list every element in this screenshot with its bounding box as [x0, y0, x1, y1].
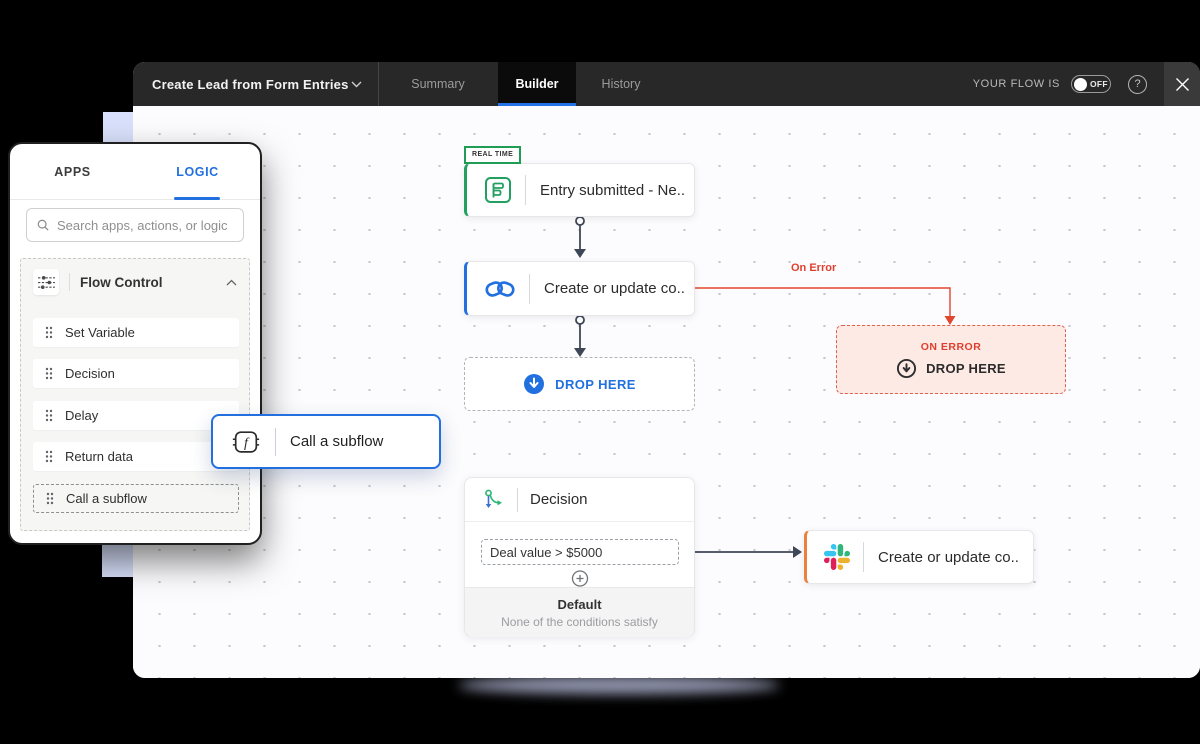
topbar-right: YOUR FLOW IS OFF ?: [973, 62, 1200, 106]
decor-square-bottom: [102, 545, 133, 577]
search-icon: [37, 219, 49, 231]
realtime-badge: REAL TIME: [464, 146, 522, 164]
flow-builder-window: Create Lead from Form Entries Summary Bu…: [133, 62, 1200, 678]
decision-title: Decision: [530, 491, 588, 508]
node-divider: [525, 175, 526, 205]
flow-control-iconbox: [33, 269, 59, 295]
tab-summary[interactable]: Summary: [411, 77, 465, 91]
on-error-drop-placeholder[interactable]: ON ERROR DROP HERE: [836, 325, 1066, 394]
logic-item-label: Return data: [65, 449, 133, 464]
logic-item-delay[interactable]: Delay: [33, 401, 239, 430]
slack-icon: [824, 544, 850, 570]
slack-node-label: Create or update co..: [878, 548, 1019, 566]
decision-header: Decision: [465, 478, 694, 522]
tab-history[interactable]: History: [601, 77, 641, 91]
drop-here-label: DROP HERE: [555, 376, 636, 392]
crm-action-node[interactable]: Create or update co..: [464, 261, 695, 316]
card-divider: [275, 427, 276, 456]
subflow-icon: f: [232, 430, 260, 453]
zoho-crm-icon: [485, 280, 515, 297]
search-box: [26, 208, 244, 242]
logic-item-label: Decision: [65, 366, 115, 381]
flow-control-title: Flow Control: [80, 274, 163, 290]
add-condition-icon[interactable]: [571, 570, 588, 587]
header-divider: [69, 273, 70, 291]
flow-title: Create Lead from Form Entries: [152, 76, 349, 92]
toggle-knob: [1073, 77, 1087, 91]
flow-on-off-toggle[interactable]: OFF: [1071, 75, 1111, 93]
close-button[interactable]: [1164, 62, 1200, 106]
logic-item-label: Set Variable: [65, 325, 135, 340]
apps-logic-panel: APPS LOGIC Flow Control Set Variable: [8, 142, 262, 545]
sliders-icon: [37, 275, 55, 289]
topbar-divider: [378, 62, 379, 106]
topbar: Create Lead from Form Entries Summary Bu…: [133, 62, 1200, 106]
node-divider: [529, 273, 530, 304]
kebab-menu-icon[interactable]: [678, 492, 682, 508]
logic-item-label: Call a subflow: [66, 491, 147, 506]
toggle-state-label: OFF: [1090, 79, 1108, 89]
on-error-row: DROP HERE: [896, 358, 1006, 379]
node-divider: [517, 487, 518, 512]
on-error-title: ON ERROR: [920, 340, 982, 353]
window-drop-shadow: [458, 676, 780, 694]
close-icon: [1175, 77, 1189, 91]
flow-control-header[interactable]: Flow Control: [21, 259, 249, 305]
svg-text:f: f: [244, 435, 250, 451]
panel-tabs: APPS LOGIC: [10, 144, 260, 200]
tab-builder[interactable]: Builder: [498, 62, 576, 106]
decision-body: Deal value > $5000: [465, 522, 694, 587]
flow-control-group: Flow Control Set Variable Decision Delay…: [20, 258, 250, 531]
drag-handle-icon[interactable]: [45, 409, 53, 422]
trigger-node-entry-submitted[interactable]: Entry submitted - Ne..: [464, 163, 695, 217]
decision-default-branch[interactable]: Default None of the conditions satisfy: [465, 587, 694, 637]
on-error-drop-label: DROP HERE: [926, 360, 1006, 376]
logic-item-decision[interactable]: Decision: [33, 359, 239, 388]
active-tab-underline: [174, 197, 220, 200]
decision-icon: [485, 489, 502, 508]
node-divider: [863, 542, 864, 572]
zoho-forms-icon: [485, 177, 511, 203]
decision-node[interactable]: Decision Deal value > $5000 Default None…: [464, 477, 695, 637]
logic-item-label: Delay: [65, 408, 99, 423]
decision-default-subtitle: None of the conditions satisfy: [501, 614, 658, 629]
decor-square-top: [103, 112, 134, 144]
tab-logic[interactable]: LOGIC: [176, 164, 219, 179]
chevron-down-icon: [351, 81, 362, 87]
drag-card-label: Call a subflow: [290, 433, 384, 450]
logic-item-call-subflow-placeholder[interactable]: Call a subflow: [33, 484, 239, 513]
drop-arrow-icon: [524, 374, 545, 394]
help-icon[interactable]: ?: [1128, 74, 1147, 94]
flow-status-label: YOUR FLOW IS: [972, 78, 1060, 90]
slack-action-node[interactable]: Create or update co..: [804, 530, 1034, 584]
drag-handle-icon[interactable]: [46, 492, 54, 505]
drag-handle-icon[interactable]: [45, 450, 53, 463]
dragged-call-subflow-card[interactable]: f Call a subflow: [211, 414, 441, 469]
tab-apps[interactable]: APPS: [54, 164, 91, 179]
decision-condition-chip[interactable]: Deal value > $5000: [481, 539, 679, 565]
flow-canvas[interactable]: On Error REAL TIME Entry submitted - Ne.…: [133, 106, 1200, 678]
search-input[interactable]: [57, 217, 233, 233]
logic-item-return-data[interactable]: Return data: [33, 442, 239, 471]
logic-item-set-variable[interactable]: Set Variable: [33, 318, 239, 347]
drop-here-placeholder[interactable]: DROP HERE: [464, 357, 695, 411]
drag-handle-icon[interactable]: [45, 326, 53, 339]
drop-arrow-outline-icon: [897, 358, 917, 378]
crm-node-label: Create or update co..: [544, 280, 685, 297]
trigger-node-label: Entry submitted - Ne..: [540, 181, 686, 199]
on-error-edge-label: On Error: [791, 262, 837, 274]
chevron-up-icon[interactable]: [226, 279, 237, 286]
drag-handle-icon[interactable]: [45, 367, 53, 380]
flow-title-dropdown[interactable]: Create Lead from Form Entries: [133, 62, 378, 106]
decision-default-title: Default: [557, 596, 602, 612]
